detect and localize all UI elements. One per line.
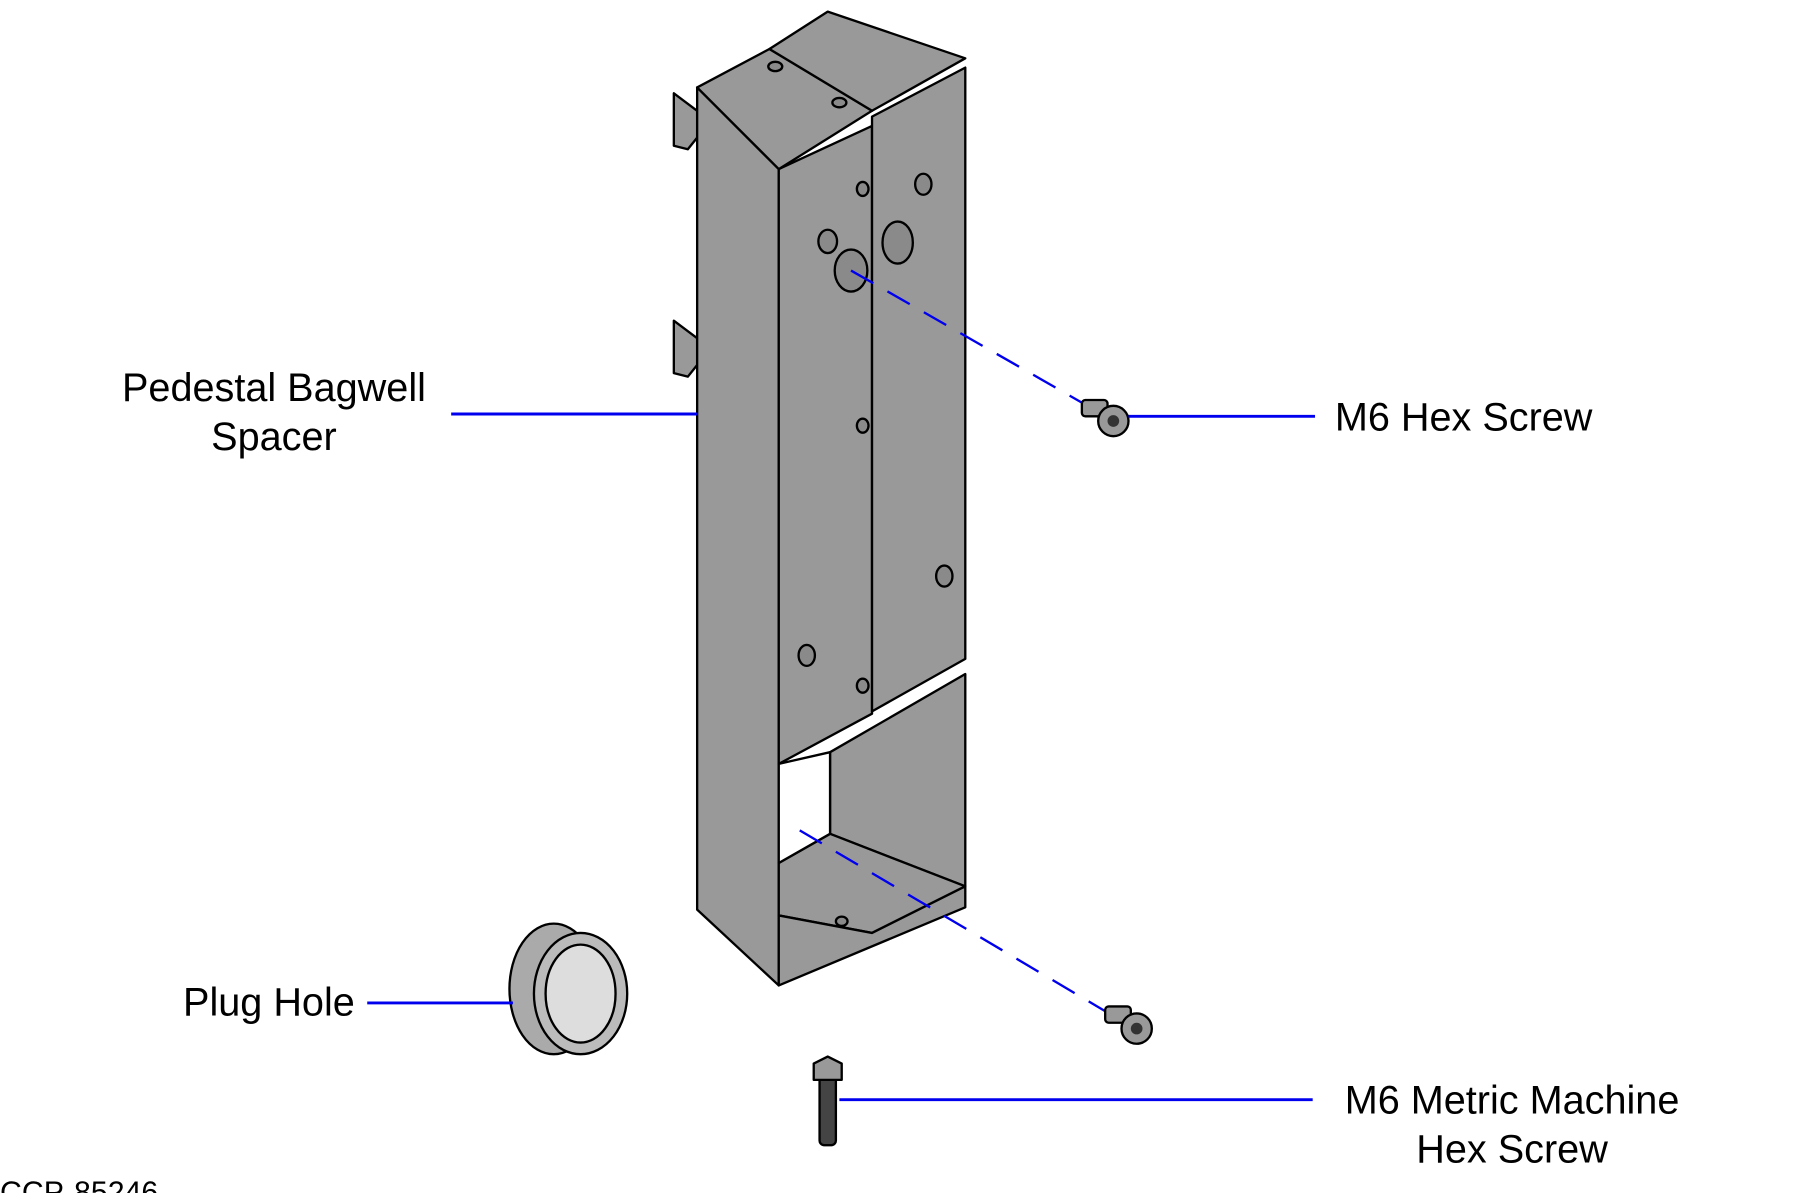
- pedestal-bagwell-spacer: [672, 10, 967, 987]
- m6-metric-machine-hex-screw-icon: [812, 1055, 843, 1147]
- label-m6-metric-line2: Hex Screw: [1416, 1128, 1608, 1172]
- screw-path-lower: [799, 829, 1118, 1020]
- label-pedestal-line1: Pedestal Bagwell: [122, 366, 426, 410]
- m6-hex-screw-upper-icon: [1080, 398, 1130, 438]
- label-m6-metric-line1: M6 Metric Machine: [1345, 1079, 1680, 1123]
- label-plug-hole: Plug Hole: [183, 981, 355, 1025]
- label-m6-hex-screw: M6 Hex Screw: [1335, 395, 1593, 439]
- label-pedestal-line2: Spacer: [211, 415, 337, 459]
- screw-path-upper: [850, 269, 1103, 416]
- figure-id: CCP-85246: [0, 1176, 158, 1193]
- plug-hole-icon: [508, 922, 629, 1056]
- m6-hex-screw-lower-icon: [1104, 1005, 1153, 1045]
